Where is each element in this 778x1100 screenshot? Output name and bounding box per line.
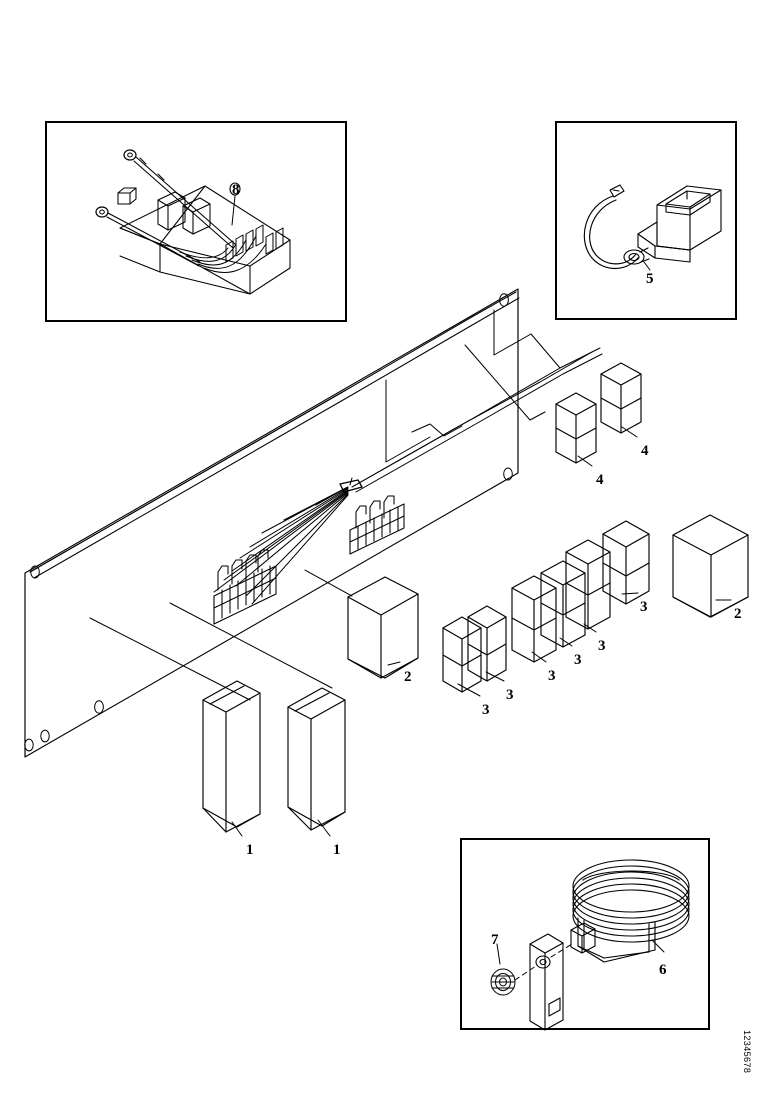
coil-mounting-bracket [529, 933, 564, 1031]
relay-lead-grommet [623, 247, 650, 265]
callout-leader-lines [231, 426, 732, 837]
callout-3-d: 3 [574, 652, 582, 668]
harness-branches-upper [351, 309, 603, 493]
relay-block-3-f [602, 520, 650, 605]
relay-lead-detail-callout-5: 5 [646, 271, 654, 287]
harness-junction-knot [339, 479, 363, 493]
mounting-panel [24, 288, 519, 758]
inset-relay-leader [643, 261, 651, 271]
relay-lead-terminal [609, 184, 625, 198]
relay-block-1-left [202, 680, 261, 833]
coiled-cable-detail-callout-7: 7 [491, 932, 499, 948]
coil-grommet-part [490, 968, 516, 996]
callout-3-c: 3 [548, 668, 556, 684]
harness-assembly-detail-callout-8: 8 [232, 182, 240, 198]
relay-mounting-flange [637, 221, 691, 263]
panel-leader-lines [89, 569, 353, 701]
relay-block-1-right [287, 687, 346, 831]
callout-3-e: 3 [598, 638, 606, 654]
inset-relay-detail [555, 121, 737, 320]
coil-cable-connector-head [570, 922, 596, 954]
part-number-label: 12345678 [742, 1030, 752, 1074]
relay-block-2-center [347, 576, 419, 679]
callout-3-f: 3 [640, 599, 648, 615]
inset-coil-leaders [496, 939, 665, 965]
relay-block-4-left [555, 392, 597, 464]
callout-1-left: 1 [246, 842, 254, 858]
coiled-cable-detail-callout-6: 6 [659, 962, 667, 978]
relay-block-3-a [442, 616, 482, 693]
inset-harness-detail [45, 121, 347, 322]
callout-4-right: 4 [641, 443, 649, 459]
callout-2-right: 2 [734, 606, 742, 622]
relay-block-3-d [540, 560, 586, 648]
connector-block-center [349, 495, 405, 555]
callout-1-right: 1 [333, 842, 341, 858]
callout-2-center: 2 [404, 669, 412, 685]
inset-harness-leader [231, 195, 236, 226]
coil-assembly-axis [514, 943, 573, 981]
inset-harness-ring-marker [229, 182, 241, 196]
relay-block-4-right [600, 362, 642, 434]
harness-main-trunk [29, 291, 520, 579]
callout-3-a: 3 [482, 702, 490, 718]
relay-block-3-c [511, 575, 557, 663]
callout-3-b: 3 [506, 687, 514, 703]
coil-to-bracket-cable [577, 917, 656, 963]
callout-4-left: 4 [596, 472, 604, 488]
harness-internal-wires [179, 235, 267, 273]
connector-block-left [213, 549, 277, 625]
harness-wire-fanout [213, 477, 353, 605]
harness-connector-housings [157, 191, 211, 235]
coiled-cable [572, 859, 690, 943]
relay-housing [656, 185, 722, 251]
relay-lead-wire [583, 195, 639, 270]
relay-block-2-right [672, 514, 749, 618]
